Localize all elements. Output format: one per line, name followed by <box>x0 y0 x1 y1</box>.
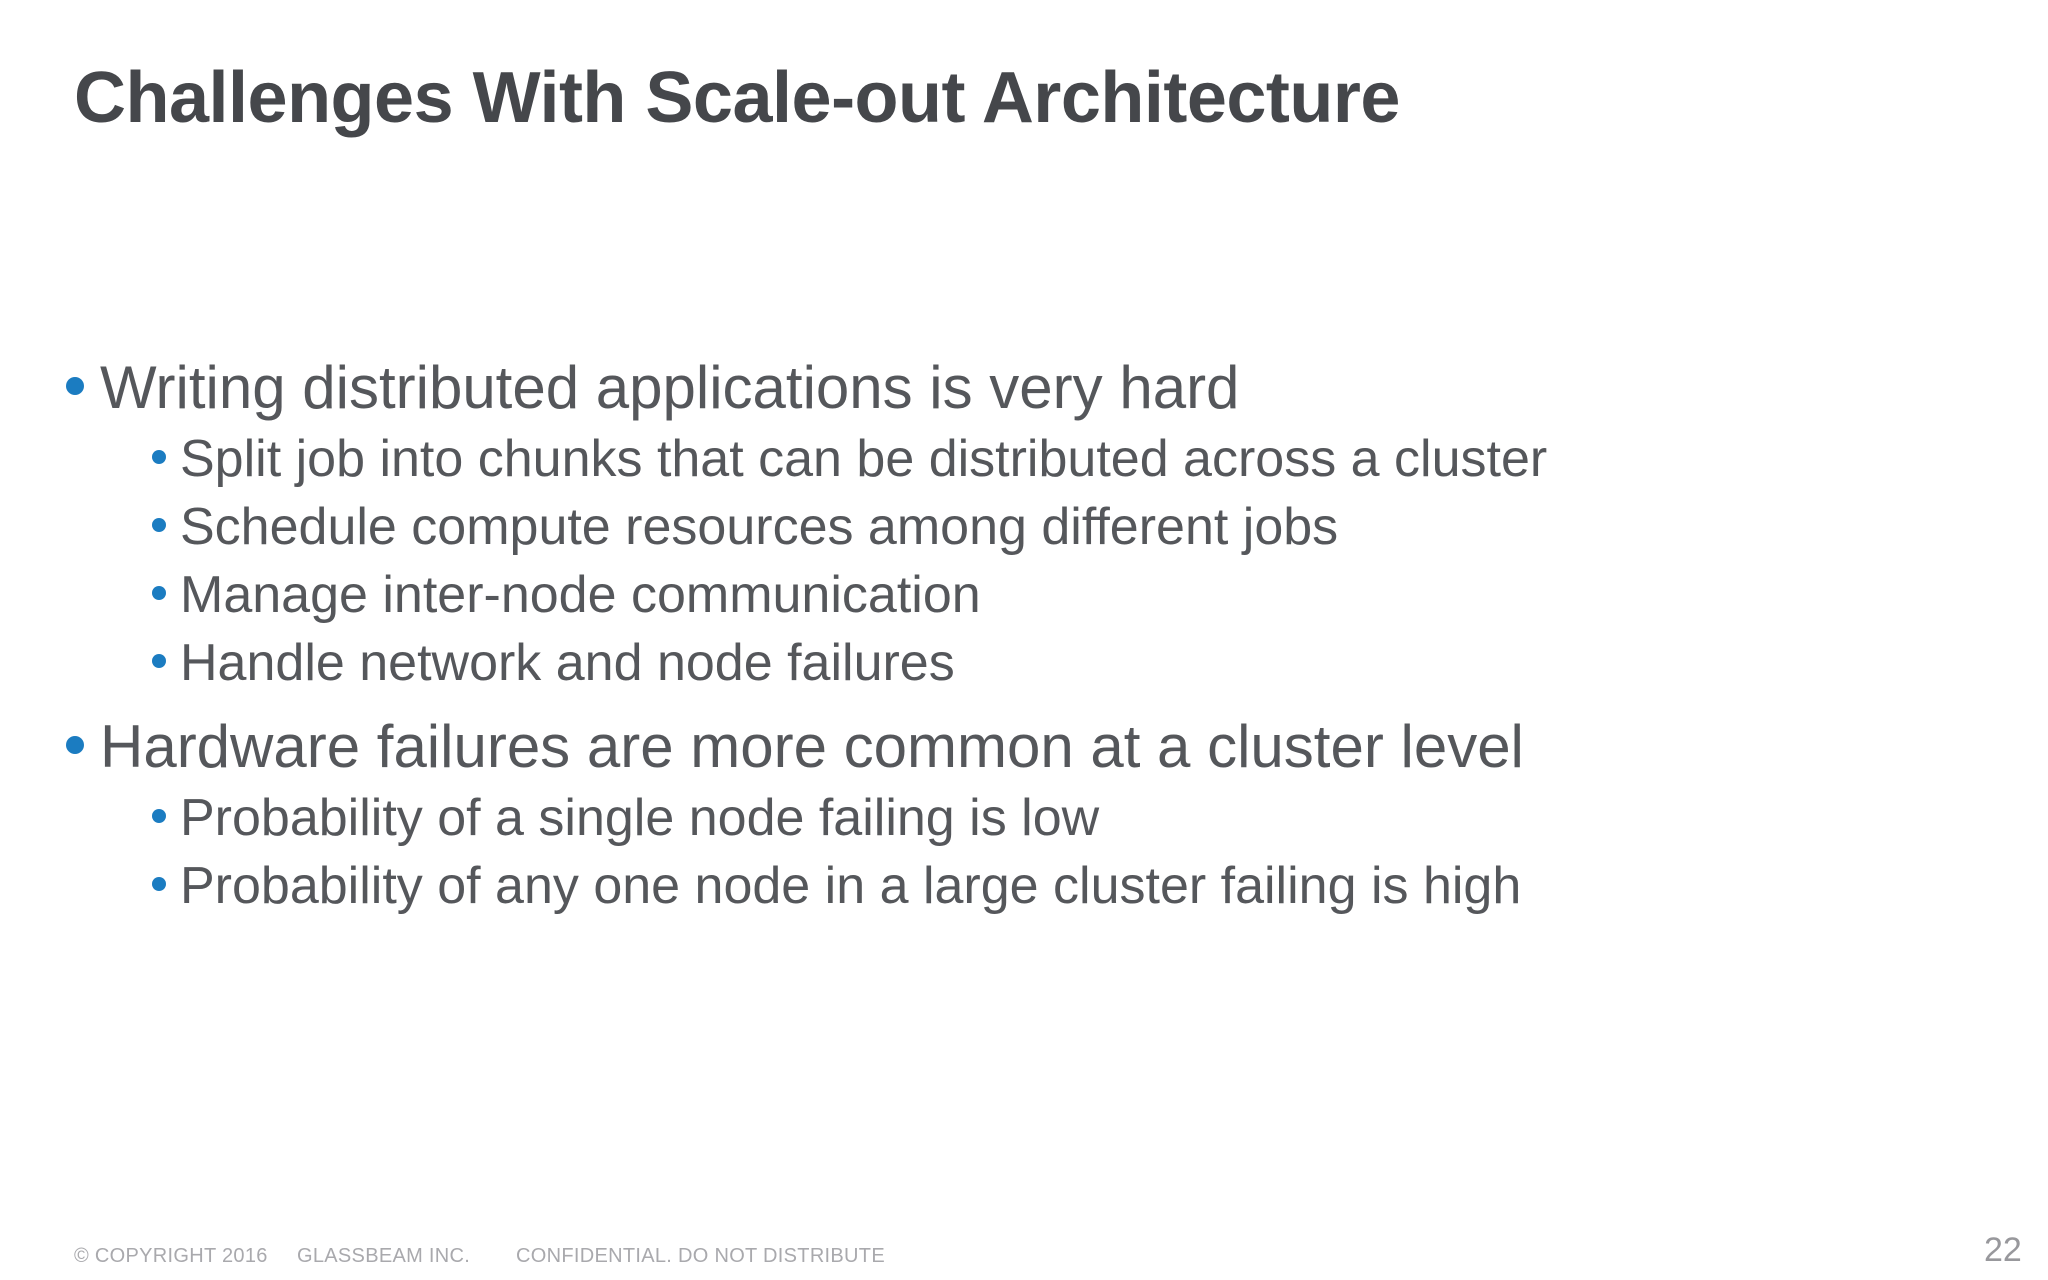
bullet-dot-icon <box>66 736 84 754</box>
bullet-text: Handle network and node failures <box>180 634 955 692</box>
bullet-dot-icon <box>152 518 166 532</box>
bullet-dot-icon <box>66 377 84 395</box>
sub-bullet-item: Manage inter-node communication <box>152 561 1850 629</box>
footer-copyright: © COPYRIGHT 2016 <box>74 1245 268 1267</box>
bullet-item: Hardware failures are more common at a c… <box>66 709 1850 784</box>
bullet-dot-icon <box>152 877 166 891</box>
bullet-dot-icon <box>152 450 166 464</box>
bullet-list: Writing distributed applications is very… <box>66 350 1850 920</box>
bullet-item: Writing distributed applications is very… <box>66 350 1850 425</box>
sub-bullet-item: Probability of a single node failing is … <box>152 784 1850 852</box>
bullet-text: Probability of a single node failing is … <box>180 789 1100 847</box>
slide-title: Challenges With Scale-out Architecture <box>74 58 1400 138</box>
bullet-text: Split job into chunks that can be distri… <box>180 430 1548 488</box>
bullet-text: Hardware failures are more common at a c… <box>100 713 1524 780</box>
slide-footer: © COPYRIGHT 2016 GLASSBEAM INC. CONFIDEN… <box>0 1243 2048 1273</box>
sub-bullet-item: Probability of any one node in a large c… <box>152 852 1850 920</box>
bullet-text: Writing distributed applications is very… <box>100 354 1240 421</box>
footer-company: GLASSBEAM INC. <box>297 1245 471 1267</box>
bullet-dot-icon <box>152 586 166 600</box>
sub-bullet-item: Handle network and node failures <box>152 629 1850 697</box>
bullet-text: Probability of any one node in a large c… <box>180 857 1522 915</box>
footer-confidential: CONFIDENTIAL. DO NOT DISTRIBUTE <box>516 1245 885 1267</box>
bullet-text: Manage inter-node communication <box>180 566 981 624</box>
sub-bullet-item: Split job into chunks that can be distri… <box>152 425 1850 493</box>
bullet-dot-icon <box>152 809 166 823</box>
bullet-dot-icon <box>152 654 166 668</box>
page-number: 22 <box>1984 1231 2022 1269</box>
sub-bullet-item: Schedule compute resources among differe… <box>152 493 1850 561</box>
bullet-text: Schedule compute resources among differe… <box>180 498 1339 556</box>
